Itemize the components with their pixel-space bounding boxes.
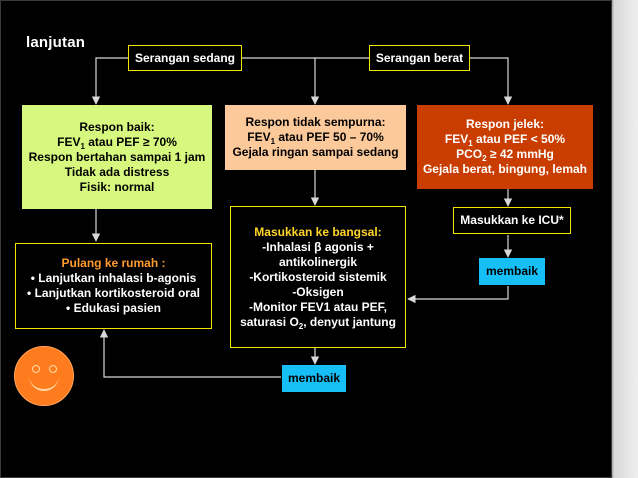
go-home-title: Pulang ke rumah : xyxy=(61,256,166,270)
poor-response-line: Gejala berat, bingung, lemah xyxy=(422,162,588,176)
ward-admission-title: Masukkan ke bangsal: xyxy=(254,224,382,239)
good-response-box: Respon baik: FEV1 atau PEF ≥ 70% Respon … xyxy=(22,105,212,209)
slide-title: lanjutan xyxy=(26,34,86,51)
poor-response-box: Respon jelek: FEV1 atau PEF < 50% PCO2 ≥… xyxy=(417,105,593,189)
poor-response-fev: FEV1 atau PEF < 50% xyxy=(444,132,566,148)
poor-response-pco2: PCO2 ≥ 42 mmHg xyxy=(456,147,554,163)
ward-admission-line: antikolinergik xyxy=(278,254,358,269)
smiley-face-icon xyxy=(14,346,74,406)
partial-response-line: Gejala ringan sampai sedang xyxy=(232,145,399,159)
ward-admission-last-line: saturasi O2, denyut jantung xyxy=(240,314,396,331)
connector-moderate-to-good xyxy=(91,57,128,105)
improved-ward-label: membaik xyxy=(287,371,341,385)
partial-response-title: Respon tidak sempurna: xyxy=(245,115,386,129)
smiley-eye-icon xyxy=(32,365,40,373)
ward-admission-line: -Oksigen xyxy=(292,284,344,299)
improved-ward-button[interactable]: membaik xyxy=(282,365,346,392)
connector-ward-improved-to-home xyxy=(99,329,281,378)
improved-icu-button[interactable]: membaik xyxy=(479,258,545,285)
smiley-eye-icon xyxy=(49,365,57,373)
partial-response-box: Respon tidak sempurna: FEV1 atau PEF 50 … xyxy=(225,105,406,170)
good-response-fev: FEV1 atau PEF ≥ 70% xyxy=(57,134,177,151)
go-home-item: • Lanjutkan inhalasi b-agonis xyxy=(30,271,197,285)
good-response-line: Fisik: normal xyxy=(79,179,155,194)
icu-admission-label: Masukkan ke ICU* xyxy=(460,213,564,227)
go-home-item: • Lanjutkan kortikosteroid oral xyxy=(27,286,200,300)
smiley-mouth-icon xyxy=(29,373,59,391)
header-severe-label: Serangan berat xyxy=(375,50,464,65)
go-home-box: Pulang ke rumah : • Lanjutkan inhalasi b… xyxy=(15,243,212,329)
ward-admission-line: -Kortikosteroid sistemik xyxy=(249,269,387,284)
ward-admission-line: -Inhalasi β agonis + xyxy=(262,239,374,254)
good-response-title: Respon baik: xyxy=(79,119,155,134)
good-response-line: Respon bertahan sampai 1 jam xyxy=(28,149,206,164)
slide-edge-strip xyxy=(612,0,638,478)
connector-moderate-to-partial xyxy=(242,57,320,105)
ward-admission-line: -Monitor FEV1 atau PEF, xyxy=(248,299,387,314)
good-response-line: Tidak ada distress xyxy=(64,164,170,179)
header-severe-attack: Serangan berat xyxy=(369,45,470,71)
poor-response-title: Respon jelek: xyxy=(465,117,545,131)
improved-icu-label: membaik xyxy=(485,264,539,278)
header-moderate-attack: Serangan sedang xyxy=(128,45,242,71)
partial-response-fev: FEV1 atau PEF 50 – 70% xyxy=(247,130,384,146)
icu-admission-box: Masukkan ke ICU* xyxy=(453,207,571,234)
ward-admission-box: Masukkan ke bangsal: -Inhalasi β agonis … xyxy=(230,206,406,348)
go-home-item: • Edukasi pasien xyxy=(66,301,161,315)
header-moderate-label: Serangan sedang xyxy=(134,50,236,65)
connector-icu-improved-to-ward xyxy=(407,286,509,304)
connector-severe-to-poor xyxy=(470,57,513,105)
